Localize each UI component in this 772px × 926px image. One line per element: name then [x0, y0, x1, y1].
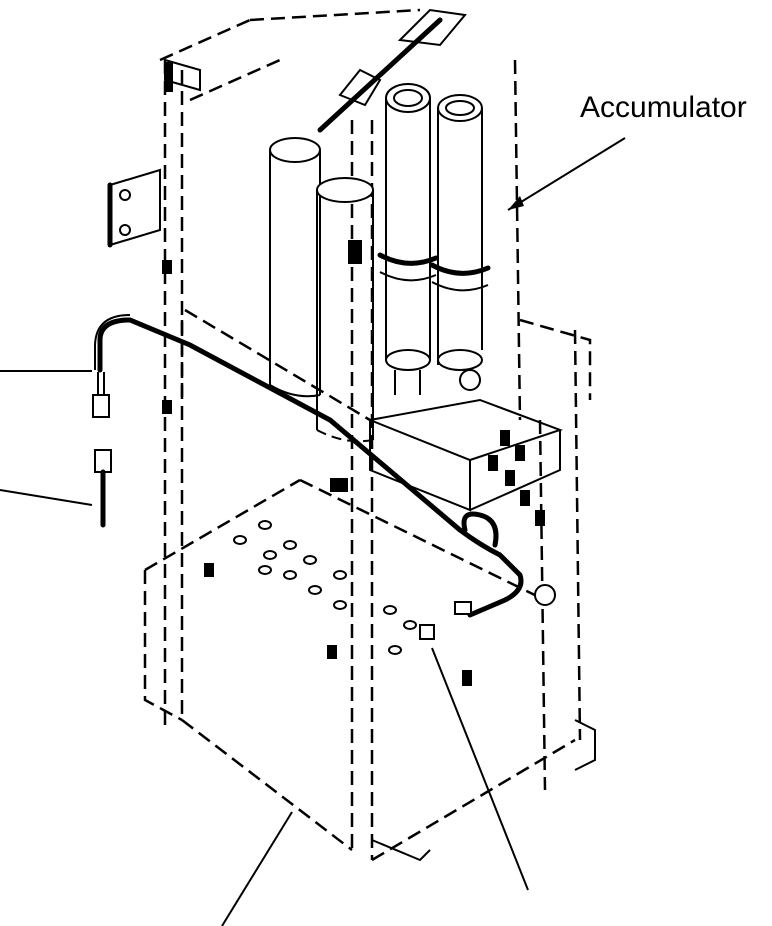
wiring-harness	[92, 314, 545, 640]
main-frame	[143, 8, 596, 862]
accumulator-label: Accumulator	[580, 91, 747, 124]
valve-block	[366, 369, 563, 606]
plate-holes	[162, 240, 472, 686]
leader-lines	[0, 137, 626, 926]
top-left-clamp	[164, 58, 201, 92]
accumulator-cylinders	[269, 83, 491, 443]
top-mount	[317, 8, 467, 133]
left-bracket	[107, 168, 161, 248]
